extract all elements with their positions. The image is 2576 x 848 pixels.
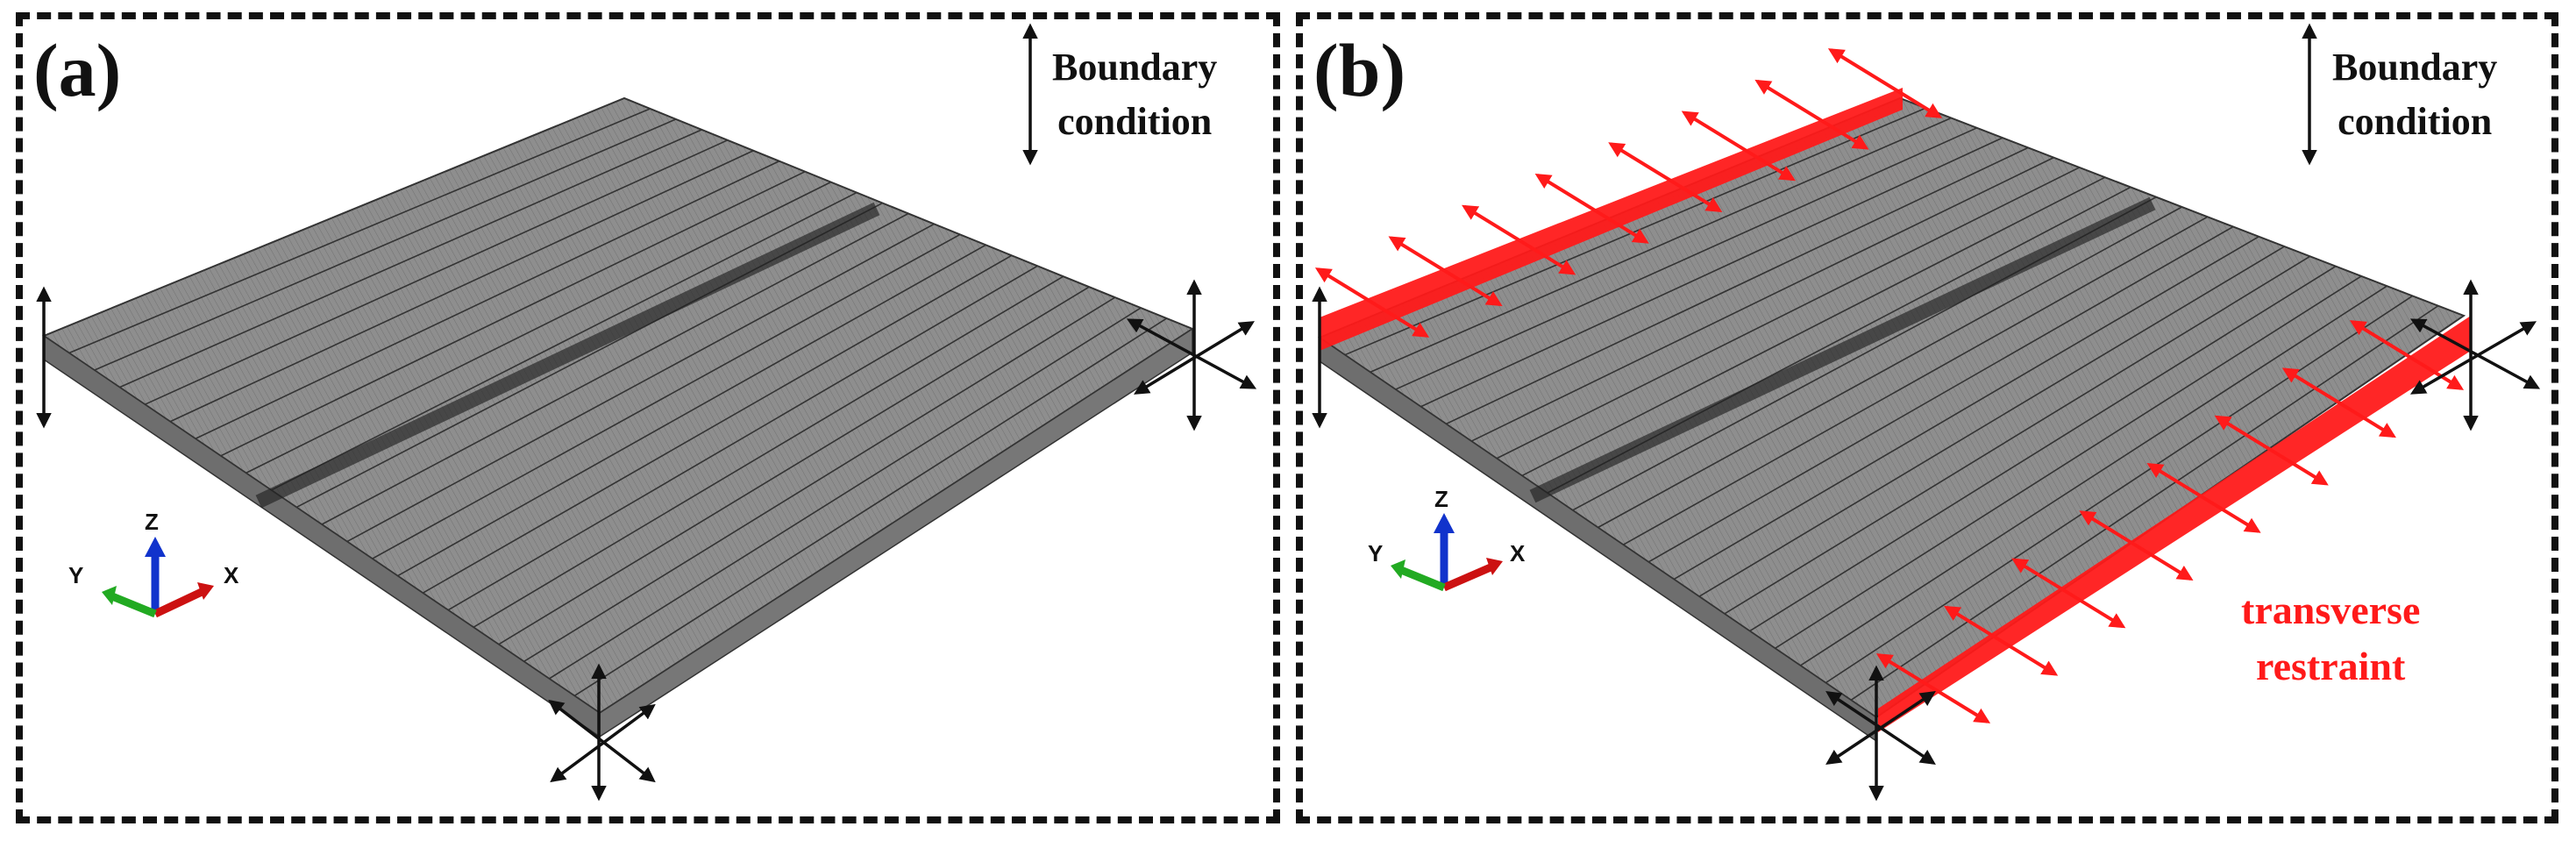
mesh-line	[1775, 275, 2362, 649]
mesh-line	[1395, 127, 1978, 390]
axis-x-label-b: X	[1510, 540, 1526, 567]
restraint-arrow	[2011, 558, 2126, 629]
restraint-arrow	[1608, 142, 1723, 213]
restraint-arrow	[1534, 173, 1649, 244]
mesh-line	[1470, 156, 2054, 442]
mesh-line	[1420, 137, 2003, 408]
panel-b	[1296, 12, 2558, 823]
restraint-arrow	[2146, 462, 2261, 533]
weld-seam-a	[255, 202, 880, 509]
mesh-line	[447, 265, 1038, 611]
restraint-arrows	[1314, 48, 2465, 723]
boundary-condition-label-a: Boundary condition	[1052, 40, 1217, 149]
boundary-line2-a: condition	[1057, 100, 1213, 143]
mesh-lines-a	[68, 108, 1167, 697]
panel-a	[16, 12, 1280, 823]
mesh-line	[1825, 295, 2413, 684]
mesh-line	[346, 223, 935, 543]
mesh-line	[1724, 255, 2311, 615]
restraint-arrow	[1388, 236, 1503, 307]
restraint-arrow	[1314, 267, 1430, 338]
mesh-line	[1496, 167, 2080, 460]
restraint-line2: restraint	[2256, 644, 2406, 688]
mesh-line	[94, 118, 677, 371]
mesh-line	[119, 129, 702, 388]
mesh-line	[195, 160, 780, 439]
mesh-line	[68, 108, 651, 354]
mesh-line	[321, 212, 909, 525]
restraint-arrow	[1944, 605, 2059, 676]
mesh-line	[422, 254, 1013, 594]
transverse-restraint-label: transverse restraint	[2241, 582, 2420, 695]
mesh-line	[473, 275, 1064, 628]
restraint-arrow	[1827, 48, 1943, 118]
axis-y-label-a: Y	[68, 562, 83, 588]
panel-label-a: (a)	[33, 28, 122, 112]
mesh-line	[1445, 146, 2029, 425]
mesh-line	[169, 150, 754, 423]
restraint-arrow	[1462, 204, 1576, 275]
boundary-condition-label-b: Boundary condition	[2332, 40, 2497, 149]
mesh-line	[1521, 176, 2106, 477]
mesh-line	[523, 296, 1116, 663]
axis-y-label-b: Y	[1368, 540, 1383, 567]
boundary-line2-b: condition	[2338, 100, 2493, 143]
restraint-arrow	[2281, 367, 2396, 438]
mesh-line	[246, 181, 831, 474]
restraint-arrow	[2214, 415, 2329, 486]
boundary-arrows-a	[36, 23, 1257, 802]
mesh-line	[1647, 225, 2234, 563]
plate-b	[1314, 48, 2471, 743]
restraint-line1: transverse	[2241, 588, 2421, 632]
axis-x-label-a: X	[224, 562, 239, 588]
mesh-line	[220, 170, 806, 457]
mesh-line	[271, 191, 857, 491]
weld-seam-b	[1529, 196, 2156, 503]
axis-triad-b: Z X Y	[1368, 486, 1526, 592]
mesh-line	[1673, 236, 2259, 581]
mesh-line	[1598, 206, 2182, 529]
boundary-line1-a: Boundary	[1052, 46, 1218, 89]
mesh-line	[397, 244, 986, 577]
restraint-arrow	[1875, 653, 1991, 723]
mesh-line	[498, 286, 1090, 645]
axis-z-label-b: Z	[1434, 486, 1448, 512]
mesh-line	[548, 307, 1142, 680]
mesh-line	[1698, 246, 2285, 597]
mesh-line	[144, 139, 729, 405]
plate-a	[41, 96, 1195, 738]
axis-z-label-a: Z	[145, 509, 159, 535]
boundary-line1-b: Boundary	[2332, 46, 2498, 89]
mesh-line	[372, 233, 961, 559]
axis-triad-a: Z X Y	[68, 509, 239, 618]
mesh-line	[573, 317, 1167, 697]
restraint-arrow	[2079, 510, 2194, 581]
restraint-arrow	[1754, 79, 1869, 150]
mesh-line	[1370, 117, 1952, 374]
panel-label-b: (b)	[1313, 28, 1406, 112]
mesh-line	[1749, 265, 2337, 632]
restraint-arrow	[1681, 110, 1796, 182]
boundary-arrows-b	[1312, 23, 2541, 802]
mesh-line	[1622, 216, 2209, 545]
mesh-line	[1799, 285, 2387, 666]
